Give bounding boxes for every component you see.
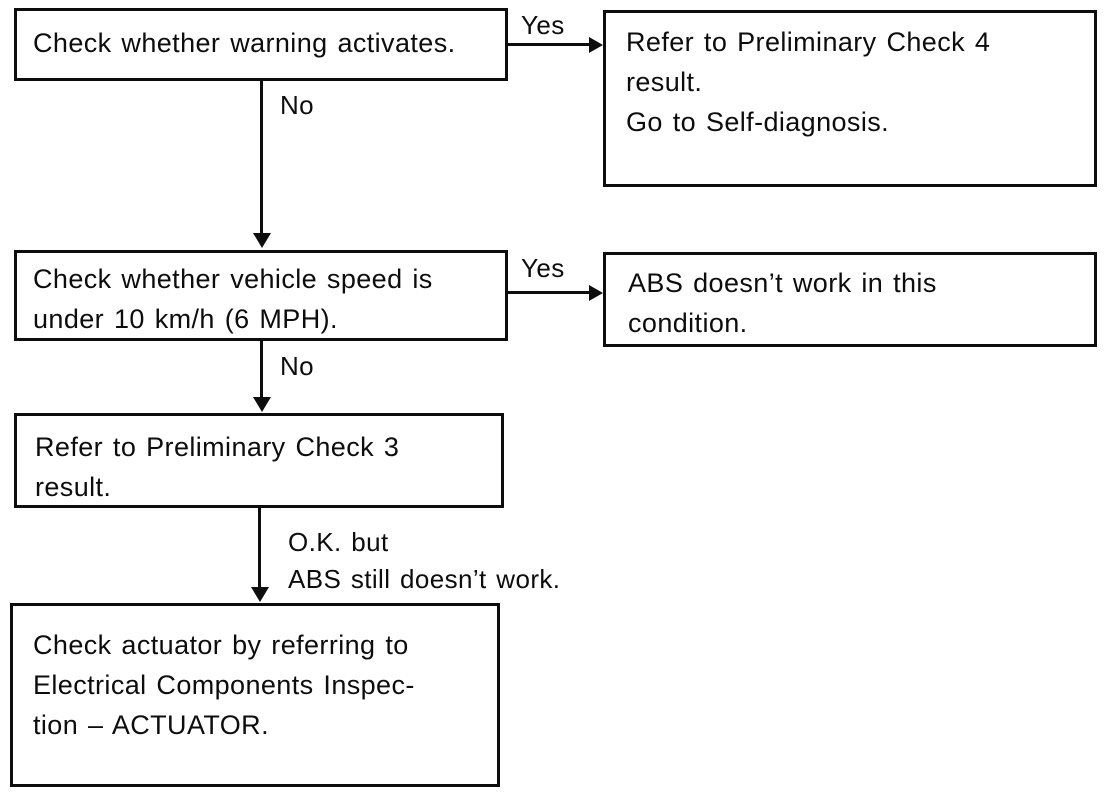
flow-box-line: Go to Self-diagnosis. xyxy=(626,107,890,137)
flow-box-line: condition. xyxy=(628,308,748,338)
edge-label-yes: Yes xyxy=(521,253,565,283)
flow-box-check-actuator: Check actuator by referring to Electrica… xyxy=(10,603,500,787)
flow-box-line: Check whether warning activates. xyxy=(33,28,456,58)
flow-box-abs-no-work: ABS doesn’t work in this condition. xyxy=(603,252,1097,347)
edge-label-condition: ABS still doesn’t work. xyxy=(288,564,561,594)
flow-box-line: ABS doesn’t work in this xyxy=(628,268,937,298)
connector-line-vertical xyxy=(258,508,261,588)
edge-label-condition: O.K. but xyxy=(288,527,389,557)
flow-box-check-warning: Check whether warning activates. xyxy=(14,8,508,81)
connector-line-horizontal xyxy=(508,43,592,46)
edge-label-yes: Yes xyxy=(521,10,565,40)
arrowhead-right-icon xyxy=(589,285,603,301)
flow-box-line: result. xyxy=(626,67,703,97)
flow-box-refer-check-4: Refer to Preliminary Check 4 result. Go … xyxy=(603,10,1097,187)
flow-box-line: Check whether vehicle speed is xyxy=(33,264,433,294)
flow-box-line: result. xyxy=(35,472,112,502)
connector-line-vertical xyxy=(260,81,263,234)
flow-box-refer-check-3: Refer to Preliminary Check 3 result. xyxy=(14,413,504,508)
flow-box-line: Check actuator by referring to xyxy=(33,630,409,660)
flow-box-check-speed: Check whether vehicle speed is under 10 … xyxy=(14,250,508,341)
arrowhead-right-icon xyxy=(589,37,603,53)
flow-box-line: Refer to Preliminary Check 4 xyxy=(626,27,991,57)
arrowhead-down-icon xyxy=(251,587,269,602)
edge-label-no: No xyxy=(280,351,315,381)
arrowhead-down-icon xyxy=(253,233,271,248)
flow-box-line: Electrical Components Inspec- xyxy=(33,670,415,700)
flow-box-line: tion – ACTUATOR. xyxy=(33,710,269,740)
flow-box-line: Refer to Preliminary Check 3 xyxy=(35,432,400,462)
connector-line-horizontal xyxy=(508,291,592,294)
arrowhead-down-icon xyxy=(253,397,271,412)
flow-box-line: under 10 km/h (6 MPH). xyxy=(33,304,338,334)
edge-label-no: No xyxy=(280,90,315,120)
connector-line-vertical xyxy=(260,341,263,398)
